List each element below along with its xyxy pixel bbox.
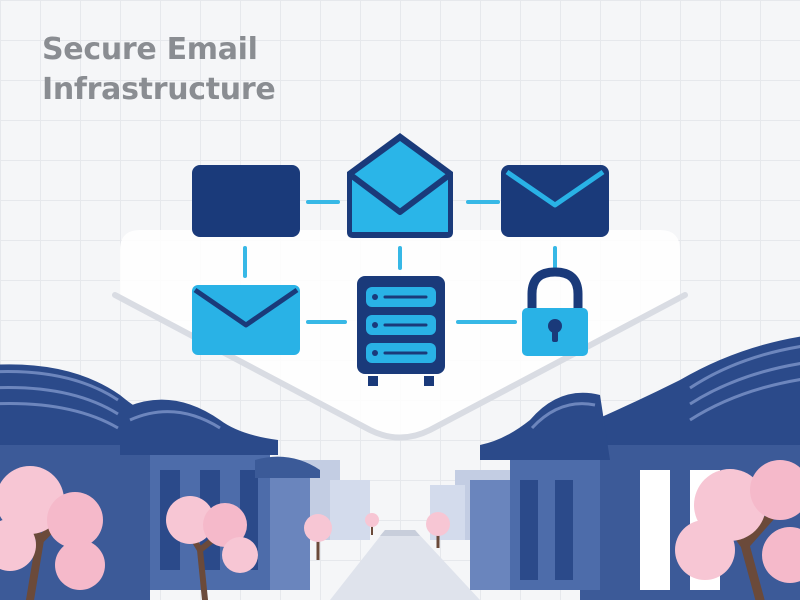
page-title: Secure Email Infrastructure [42, 30, 276, 110]
envelope-cyan-icon [192, 285, 300, 355]
cherry-blossom-tree-left [0, 466, 105, 600]
cherry-blossom-tree-mid-left [166, 496, 258, 600]
envelope-open-icon [347, 133, 453, 238]
server-icon [357, 276, 445, 386]
cherry-blossom-tree-right [675, 460, 800, 600]
envelope-closed-icon [192, 165, 300, 237]
backdrop-ridge [112, 292, 688, 441]
envelope-icon [501, 165, 609, 237]
padlock-icon [522, 267, 588, 356]
connector-lines [243, 200, 557, 324]
title-line-2: Infrastructure [42, 72, 276, 107]
cherry-blossom-tree-small [304, 512, 450, 560]
title-line-1: Secure Email [42, 32, 258, 67]
